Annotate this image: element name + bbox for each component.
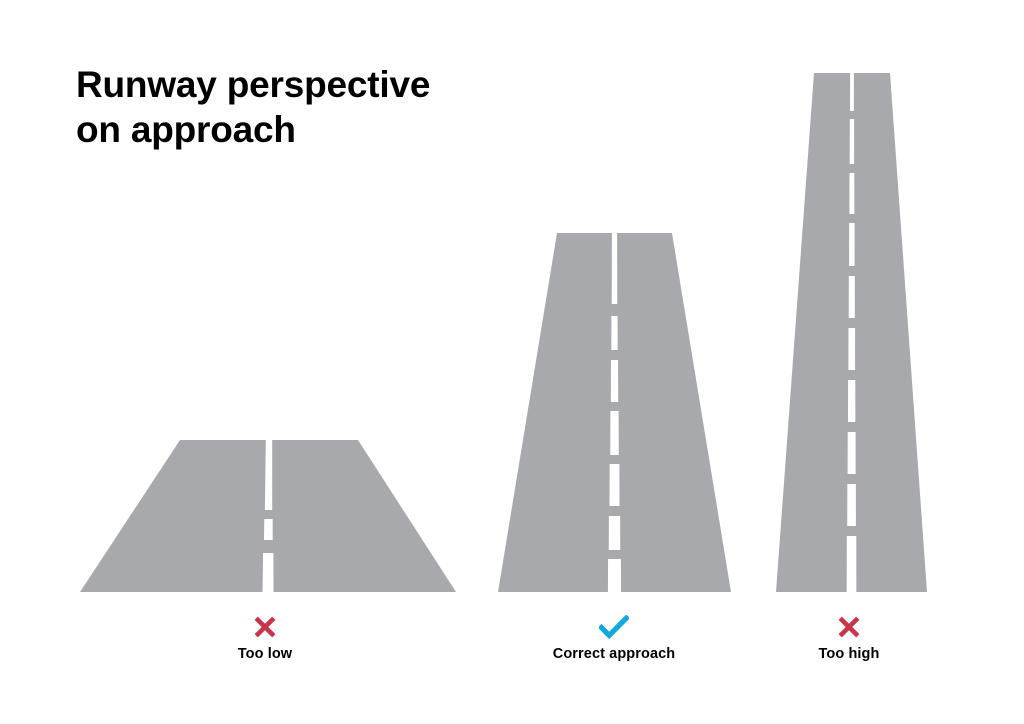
centerline-dash: [262, 553, 274, 592]
centerline-dash: [850, 73, 854, 111]
check-icon: [494, 613, 734, 640]
caption-correct-approach: Correct approach: [494, 613, 734, 662]
centerline-dash: [849, 119, 855, 164]
page-title: Runway perspective on approach: [76, 64, 431, 151]
centerline-dash: [847, 484, 856, 526]
centerline-dash: [611, 233, 618, 304]
centerline-dash: [264, 519, 273, 540]
centerline-dash: [610, 360, 619, 402]
centerline-dash: [609, 464, 620, 506]
centerline-dash: [846, 536, 857, 592]
centerline-dash: [849, 223, 855, 266]
centerline-dash: [611, 316, 618, 350]
centerline-dash: [264, 440, 273, 510]
runway-too-high: [776, 73, 927, 592]
centerline-dash: [607, 559, 622, 592]
runway-too-low: [80, 440, 456, 592]
runway-surface: [80, 440, 456, 592]
centerline-dash: [608, 516, 621, 550]
caption-label-too-low: Too low: [237, 646, 293, 662]
cross-icon: [729, 613, 969, 639]
centerline-dash: [847, 380, 856, 422]
centerline-dash: [848, 328, 856, 370]
centerline-dash: [610, 411, 619, 455]
caption-label-correct-approach: Correct approach: [552, 646, 676, 662]
runway-correct-approach: [498, 233, 731, 592]
caption-too-low: Too low: [145, 613, 385, 662]
caption-too-high: Too high: [729, 613, 969, 662]
centerline-dash: [848, 276, 855, 318]
centerline-dash: [849, 173, 855, 214]
centerline-dash: [847, 432, 856, 474]
caption-label-too-high: Too high: [818, 646, 880, 662]
cross-icon: [145, 613, 385, 639]
